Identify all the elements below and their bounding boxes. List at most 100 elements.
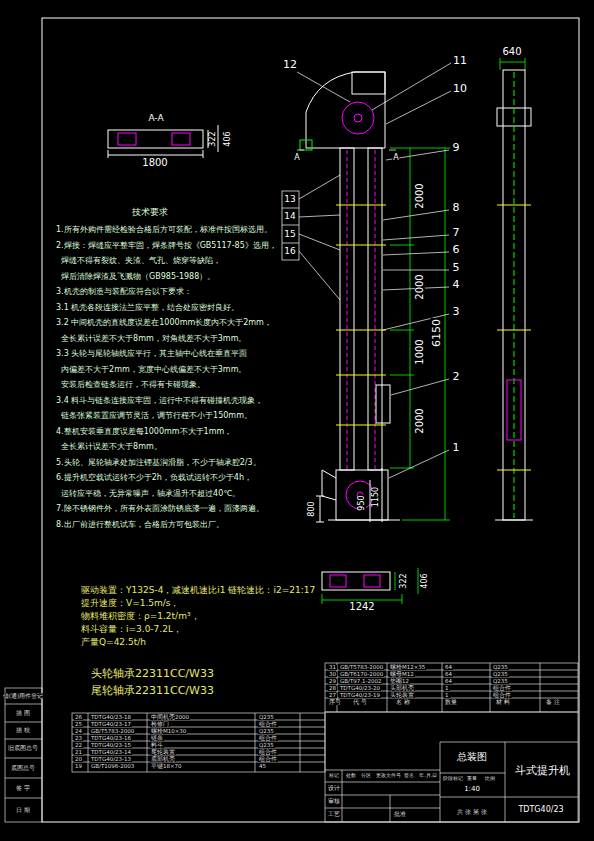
drawing-label: 3.机壳的制造与装配应符合以下要求：: [55, 288, 193, 296]
stamp-column: [5, 688, 42, 822]
drawing-label: 28: [328, 686, 337, 692]
drawing-label: 64: [444, 672, 453, 678]
drawing-label: 1000: [415, 338, 425, 365]
drawing-label: 1242: [348, 602, 375, 612]
drawing-label: 垫圈12: [389, 679, 410, 685]
drawing-label: 数量: [444, 700, 458, 706]
drawing-label: 中间机壳2000: [150, 715, 190, 721]
drawing-label: 年.月.日: [418, 773, 438, 778]
drawing-label: 12: [282, 59, 298, 70]
drawing-label: 平键18×70: [150, 764, 183, 770]
drawing-label: Q235: [492, 665, 509, 671]
drawing-label: 比例: [484, 776, 496, 781]
drawing-label: 斗式提升机: [514, 765, 571, 776]
drawing-label: 头轮装置: [389, 693, 415, 699]
drawing-label: 组合件: [492, 686, 512, 692]
drawing-label: 64: [444, 665, 453, 671]
drawing-label: 全长累计误差不大于8mm，对角线差不大于3mm。: [55, 335, 247, 343]
drawing-label: 14: [283, 212, 296, 221]
drawing-label: 阶段标记: [442, 776, 464, 781]
drawing-label: TDTG40/23-15: [90, 743, 132, 749]
drawing-label: GB/T5783-2000: [90, 729, 135, 735]
drawing-label: 322: [400, 572, 408, 589]
drawing-label: 10: [452, 83, 468, 94]
drawing-label: 代 号: [352, 700, 368, 706]
drawing-label: 物料堆积密度：ρ=1.2t/m³，: [80, 612, 201, 621]
drawing-label: 运转应平稳，无异常噪声，轴承温升不超过40℃。: [55, 490, 241, 498]
drawing-label: GB/T6170-2000: [339, 672, 384, 678]
drawing-label: 头轮轴承22311CC/W33: [90, 668, 215, 679]
drawing-label: A: [293, 154, 300, 162]
drawing-label: 签名: [403, 773, 415, 778]
drawing-label: 2.焊接：焊缝应平整牢固，焊条牌号按《GB5117-85》选用，: [55, 242, 278, 250]
drawing-label: 3.3 头轮与尾轮轴线应平行，其主轴中心线在垂直平面: [55, 350, 248, 358]
drawing-label: 21: [74, 750, 83, 756]
drawing-label: 重量: [466, 776, 478, 781]
drawing-label: 2: [452, 371, 461, 382]
drawing-label: 3.1 机壳各段连接法兰应平整，结合处应密封良好。: [55, 304, 240, 312]
drawing-label: 焊后清除焊渣及飞溅物（GB985-1988）。: [55, 273, 216, 281]
drawing-label: 序号: [328, 700, 342, 706]
drawing-label: 6150: [431, 318, 442, 348]
drawing-label: 描 图: [15, 710, 31, 716]
casing: [336, 148, 390, 470]
drawing-label: 链条张紧装置应调节灵活，调节行程不小于150mm。: [55, 412, 253, 420]
drawing-label: 驱动装置：Y132S-4，减速机速比i1 链轮速比：i2=21:17: [80, 586, 316, 595]
drawing-label: 备 注: [545, 700, 561, 706]
drawing-label: 安装后检查链条运行，不得有卡碰现象。: [55, 381, 206, 389]
drawing-label: 1: [452, 442, 461, 453]
title-block: [72, 663, 578, 822]
drawing-label: 设计: [327, 785, 341, 791]
drawing-label: 7.除不锈钢件外，所有外表面涂防锈底漆一遍，面漆两遍。: [55, 505, 265, 513]
drawing-label: A-A: [147, 114, 164, 123]
drawing-label: TDTG40/23-17: [90, 722, 132, 728]
drawing-label: 1: [444, 686, 450, 692]
drawing-label: 3.4 料斗与链条连接应牢固，运行中不得有碰撞机壳现象，: [55, 397, 264, 405]
drawing-label: 950: [358, 494, 366, 511]
drawing-label: 27: [328, 693, 337, 699]
drawing-label: 螺栓M10×30: [150, 729, 187, 735]
drawing-label: 提升速度：V=1.5m/s，: [80, 599, 181, 608]
drawing-label: 底部机壳: [150, 757, 176, 763]
drawing-label: 23: [74, 736, 83, 742]
drawing-label: 800: [308, 500, 316, 517]
drawing-label: 借(通)用件登记: [2, 693, 45, 699]
drawing-label: 旧底图总号: [7, 745, 39, 751]
drawing-label: 1:40: [463, 786, 481, 793]
drawing-label: 组合件: [492, 693, 512, 699]
boot-section: [316, 468, 400, 522]
drawing-label: 组合件: [258, 722, 278, 728]
drawing-label: 技术要求: [131, 208, 169, 217]
drawing-label: 1800: [141, 158, 168, 168]
drawing-label: 组合件: [258, 750, 278, 756]
drawing-label: 4.整机安装垂直度误差每1000mm不大于1mm，: [55, 428, 233, 436]
drawing-label: 2000: [415, 182, 425, 209]
drawing-label: 2000: [415, 407, 425, 434]
drawing-label: 8: [452, 202, 461, 213]
drawing-label: 22: [74, 743, 83, 749]
drawing-label: TDTG40/23-13: [90, 757, 132, 763]
drawing-label: 名 称: [395, 700, 411, 706]
drawing-label: 工艺: [327, 811, 341, 817]
drawing-label: 尾轮轴承22311CC/W33: [90, 685, 215, 696]
drawing-label: 审核: [327, 798, 341, 804]
drawing-label: 64: [444, 679, 453, 685]
drawing-label: 4: [452, 279, 461, 290]
drawing-label: 3.2 中间机壳的直线度误差在1000mm长度内不大于2mm，: [55, 319, 273, 327]
drawing-label: TDTG40/23-14: [90, 750, 132, 756]
drawing-label: 30: [328, 672, 337, 678]
drawing-label: 19: [74, 764, 83, 770]
drawing-label: GB/T97.1-2002: [339, 679, 382, 685]
drawing-label: 料斗容量：i=3.0-7.2L，: [80, 625, 183, 634]
drawing-label: 1150: [372, 486, 380, 508]
drawing-label: 描 校: [15, 727, 31, 733]
drawing-label: 31: [328, 665, 337, 671]
drawing-label: 1.所有外购件需经检验合格后方可装配，标准件按国标选用。: [55, 226, 273, 234]
drawing-label: 日 期: [15, 807, 31, 813]
drawing-label: 组合件: [258, 757, 278, 763]
drawing-label: 9: [452, 142, 461, 153]
drawing-label: 20: [74, 757, 83, 763]
drawing-label: 批准: [393, 811, 407, 817]
drawing-label: 6.提升机空载试运转不少于2h，负载试运转不少于4h，: [55, 474, 253, 482]
drawing-frame: [42, 18, 579, 822]
